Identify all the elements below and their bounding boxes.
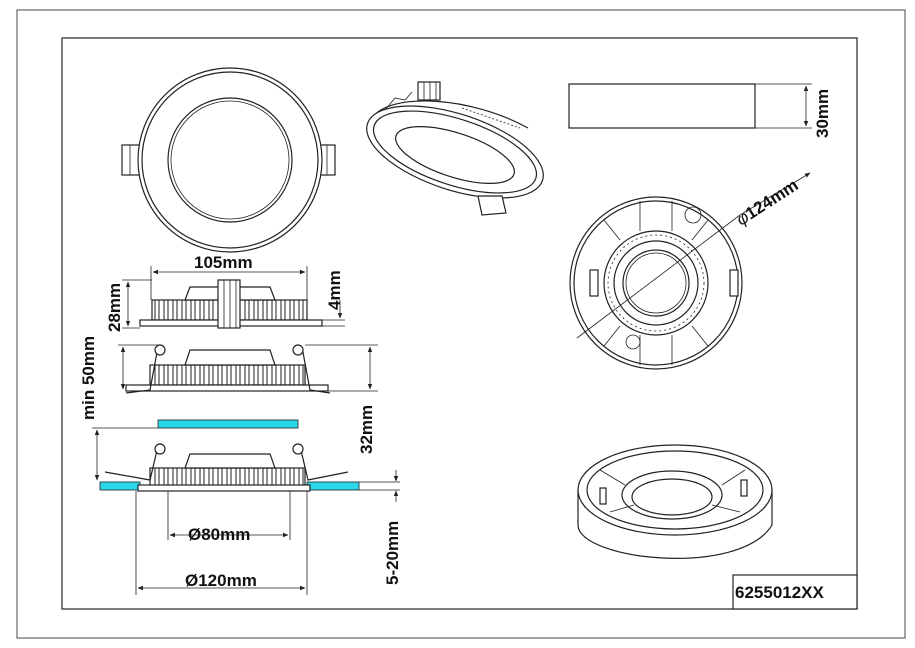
product-code: 6255012XX <box>735 583 825 602</box>
install-view: min 50mm 5-20mm Ø80mm Ø120mm <box>79 336 402 595</box>
surface-perspective <box>577 444 773 559</box>
dim-124mm: φ124mm <box>733 175 802 229</box>
recessed-perspective <box>366 81 544 216</box>
dim-4mm: 4mm <box>325 270 344 310</box>
ceiling-panel-left <box>99 481 141 491</box>
dim-120mm: Ø120mm <box>185 571 257 590</box>
dim-105mm: 105mm <box>194 253 253 272</box>
inner-frame <box>61 37 858 610</box>
surface-side-view: 30mm <box>568 83 832 138</box>
clip-side-view: 32mm <box>118 344 378 454</box>
ceiling-panel-right <box>306 481 360 491</box>
surface-top-view: φ124mm <box>569 172 811 370</box>
outer-frame <box>16 9 906 639</box>
dim-30mm: 30mm <box>813 89 832 138</box>
ceiling-top-panel <box>157 419 299 429</box>
dim-5-20mm: 5-20mm <box>383 521 402 585</box>
recessed-side-view: 105mm 28mm 4mm <box>105 253 345 332</box>
product-code-box: 6255012XX <box>732 574 858 610</box>
recessed-top-view <box>121 67 336 253</box>
dim-28mm: 28mm <box>105 283 124 332</box>
dim-80mm: Ø80mm <box>188 525 250 544</box>
dim-32mm: 32mm <box>357 405 376 454</box>
dim-min-50mm: min 50mm <box>79 336 98 420</box>
